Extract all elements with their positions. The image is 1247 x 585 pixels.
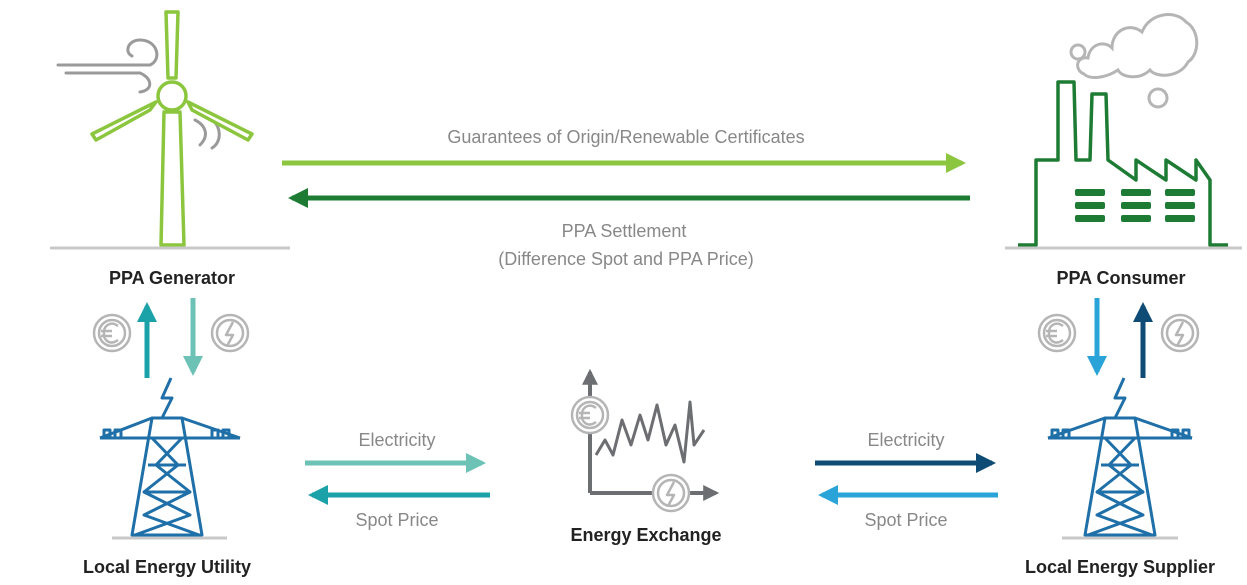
generator-label: PPA Generator	[108, 268, 236, 288]
power-tower-icon	[99, 377, 241, 537]
certificates-label: Guarantees of Origin/Renewable Certifica…	[447, 127, 805, 147]
supplier-label: Local Energy Supplier	[1024, 557, 1216, 577]
right-spot-price-label: Spot Price	[864, 510, 948, 530]
factory-windows	[1075, 189, 1195, 222]
settlement-label: PPA Settlement	[561, 221, 687, 241]
lightning-icon	[1160, 313, 1200, 353]
settlement-sublabel: (Difference Spot and PPA Price)	[498, 249, 754, 269]
wind-turbine-icon	[50, 10, 290, 250]
left-spot-price-label: Spot Price	[355, 510, 439, 530]
right-electricity-label: Electricity	[867, 430, 945, 450]
euro-icon	[92, 313, 132, 353]
lightning-icon	[651, 473, 691, 513]
euro-icon	[1037, 313, 1077, 353]
spark-icon	[1113, 377, 1127, 419]
euro-icon	[570, 395, 610, 435]
factory-icon	[1005, 13, 1242, 250]
price-chart-icon	[570, 368, 720, 513]
left-electricity-label: Electricity	[358, 430, 436, 450]
utility-label: Local Energy Utility	[82, 557, 252, 577]
spark-icon	[160, 377, 174, 419]
power-tower-icon	[1047, 377, 1193, 537]
exchange-label: Energy Exchange	[570, 525, 722, 545]
smoke-icon	[1069, 13, 1199, 109]
lightning-icon	[210, 313, 250, 353]
wind-icon	[56, 38, 221, 150]
consumer-label: PPA Consumer	[1056, 268, 1186, 288]
